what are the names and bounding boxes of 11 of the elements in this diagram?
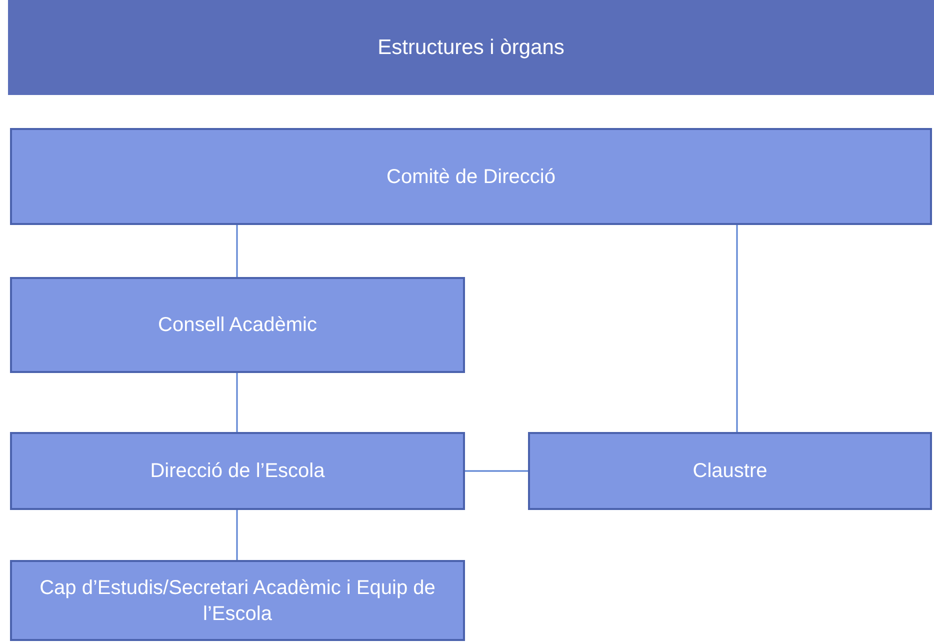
org-box: Comitè de Direcció — [10, 128, 932, 225]
org-box: Direcció de l’Escola — [10, 432, 465, 510]
connector-line — [465, 470, 528, 472]
org-box: Consell Acadèmic — [10, 277, 465, 373]
connector-line — [236, 373, 238, 432]
connector-line — [236, 510, 238, 560]
org-box: Cap d’Estudis/Secretari Acadèmic i Equip de l’Escola — [10, 560, 465, 641]
connector-line — [236, 225, 238, 277]
org-box: Claustre — [528, 432, 932, 510]
title-banner: Estructures i òrgans — [8, 0, 934, 95]
connector-line — [736, 225, 738, 432]
